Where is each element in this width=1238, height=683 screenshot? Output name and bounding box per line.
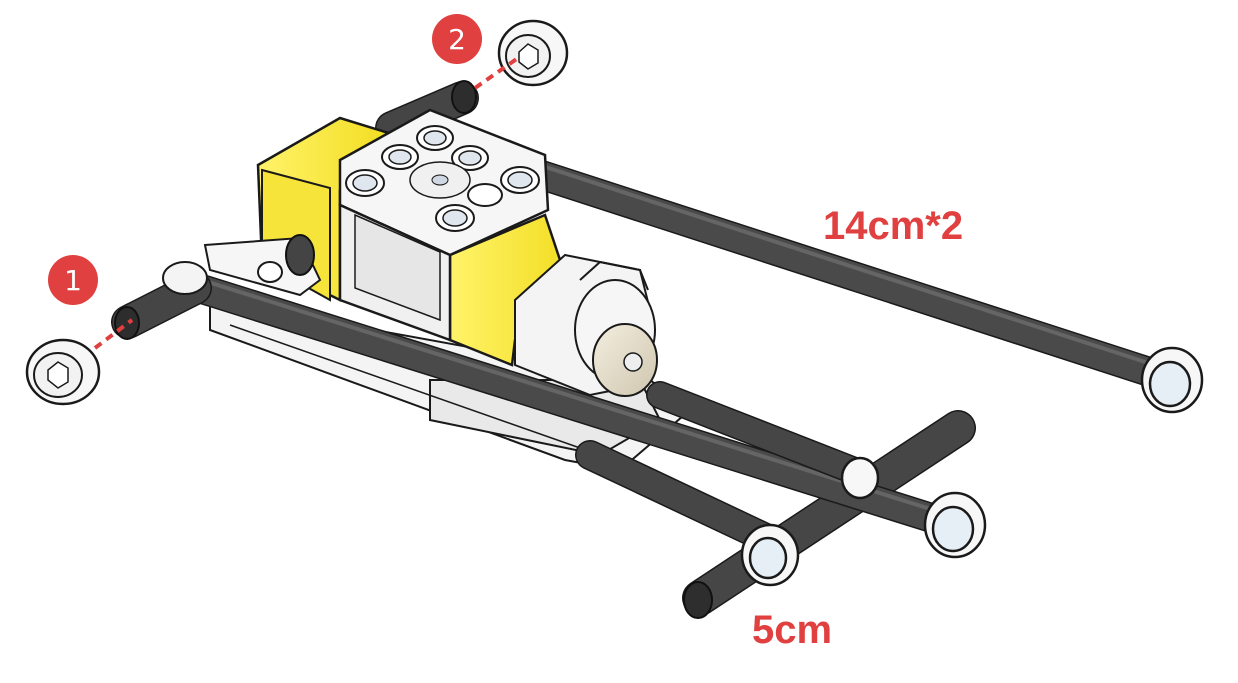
washer-rod-front-end bbox=[923, 491, 987, 559]
alignment-line-1 bbox=[93, 318, 134, 350]
axle-stub-left bbox=[111, 261, 212, 340]
loose-washer-2 bbox=[497, 19, 569, 87]
step-number-1: 1 bbox=[64, 263, 82, 297]
step-number-2: 2 bbox=[448, 22, 466, 56]
top-plate bbox=[338, 108, 550, 342]
lower-diagonal-rod bbox=[575, 381, 879, 555]
long-rod-dimension-label: 14cm*2 bbox=[823, 204, 964, 248]
step-badge-2: 2 bbox=[432, 14, 482, 64]
long-rod-back bbox=[505, 153, 1183, 393]
steering-link bbox=[203, 234, 322, 297]
alignment-line-2 bbox=[473, 56, 520, 90]
step-badge-1: 1 bbox=[48, 255, 98, 305]
washer-rod-back-end bbox=[1140, 346, 1204, 414]
motor-end-cap bbox=[514, 253, 658, 397]
loose-washer-1 bbox=[25, 338, 101, 406]
short-rod-dimension-label: 5cm bbox=[752, 608, 833, 652]
washer-short-rod-mid bbox=[840, 456, 880, 500]
washer-icon bbox=[740, 346, 1204, 587]
washer-short-rod bbox=[740, 523, 800, 587]
long-rod-front bbox=[190, 275, 953, 535]
short-rod-5cm bbox=[682, 410, 976, 619]
